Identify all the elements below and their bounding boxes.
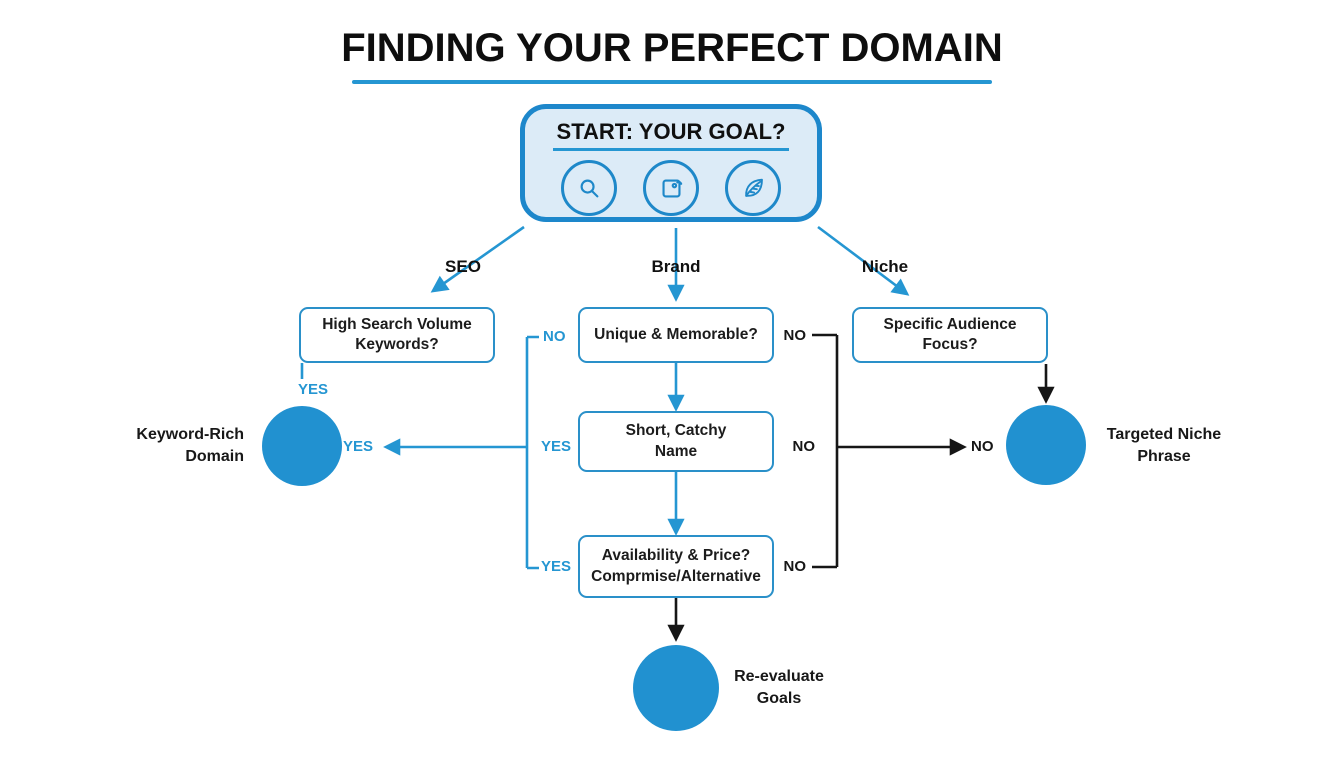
terminal-keyword-rich-circle — [262, 406, 342, 486]
node-text-line: Unique & Memorable? — [594, 325, 758, 343]
branch-label-seo: SEO — [445, 257, 481, 276]
start-label: START: YOUR GOAL? — [552, 119, 790, 151]
terminal-text-line: Re-evaluate — [734, 668, 824, 685]
node-specific-audience: Specific Audience Focus? — [852, 307, 1048, 363]
right-no-bottom-label: NO — [783, 558, 807, 575]
node-text-line: Availability & Price? — [601, 547, 751, 565]
node-text-line: Specific Audience — [883, 315, 1017, 333]
terminal-text-line: Keyword-Rich — [136, 426, 244, 443]
search-icon — [561, 160, 617, 216]
arrowhead-niche — [890, 278, 910, 296]
keyword-yes-label: YES — [342, 438, 373, 455]
branch-label-niche: Niche — [861, 257, 909, 276]
arrowhead-keyword-circle — [383, 438, 401, 456]
page-title: FINDING YOUR PERFECT DOMAIN — [341, 26, 1003, 70]
bracket-yes-mid-label: YES — [541, 438, 572, 455]
niche-no-label: NO — [971, 438, 994, 455]
connector-start-niche — [817, 225, 899, 289]
terminal-reevaluate-circle — [633, 645, 719, 731]
terminal-label-reevaluate: Re-evaluate Goals — [714, 666, 844, 711]
node-short-catchy: Short, Catchy Name — [578, 411, 774, 472]
node-text-line: Focus? — [922, 336, 978, 353]
leaf-icon — [725, 160, 781, 216]
bracket-left — [397, 335, 539, 570]
terminal-text-line: Domain — [185, 448, 244, 466]
terminal-label-targeted-niche: Targeted Niche Phrase — [1093, 424, 1235, 469]
terminal-targeted-niche-circle — [1006, 405, 1086, 485]
title-underline — [352, 80, 992, 84]
seo-yes-label: YES — [297, 381, 328, 398]
node-unique-memorable: Unique & Memorable? — [578, 307, 774, 363]
node-high-search-volume: High Search Volume Keywords? — [299, 307, 495, 363]
arrowhead-reevaluate-circle — [667, 624, 685, 642]
terminal-text-line: Targeted Niche — [1106, 426, 1222, 443]
arrowhead-seo — [430, 275, 450, 293]
node-text-line: Comprmise/Alternative — [591, 567, 761, 585]
bracket-right — [812, 333, 953, 569]
terminal-text-line: Goals — [756, 690, 802, 708]
arrowhead-audience-circle — [1037, 386, 1055, 404]
tag-icon — [643, 160, 699, 216]
connector-start-seo — [442, 225, 525, 286]
right-no-mid-label: NO — [792, 438, 816, 455]
bracket-no-top-label: NO — [543, 328, 566, 345]
arrowhead-shortcatchy — [667, 394, 685, 412]
start-icons — [561, 160, 781, 216]
node-text-line: High Search Volume — [322, 315, 472, 333]
terminal-text-line: Phrase — [1137, 448, 1191, 466]
branch-label-brand: Brand — [651, 257, 701, 276]
terminal-label-keyword-rich: Keyword-Rich Domain — [84, 424, 244, 469]
node-text-line: Name — [654, 442, 698, 460]
node-text-line: Keywords? — [355, 336, 439, 353]
start-node: START: YOUR GOAL? — [520, 104, 822, 222]
arrowhead-niche-circle — [949, 438, 967, 456]
node-availability-price: Availability & Price? Comprmise/Alternat… — [578, 535, 774, 598]
right-no-top-label: NO — [783, 327, 807, 344]
node-text-line: Short, Catchy — [625, 422, 727, 440]
bracket-yes-bottom-label: YES — [541, 558, 572, 575]
arrowhead-brand — [667, 284, 685, 302]
arrowhead-availability — [667, 518, 685, 536]
